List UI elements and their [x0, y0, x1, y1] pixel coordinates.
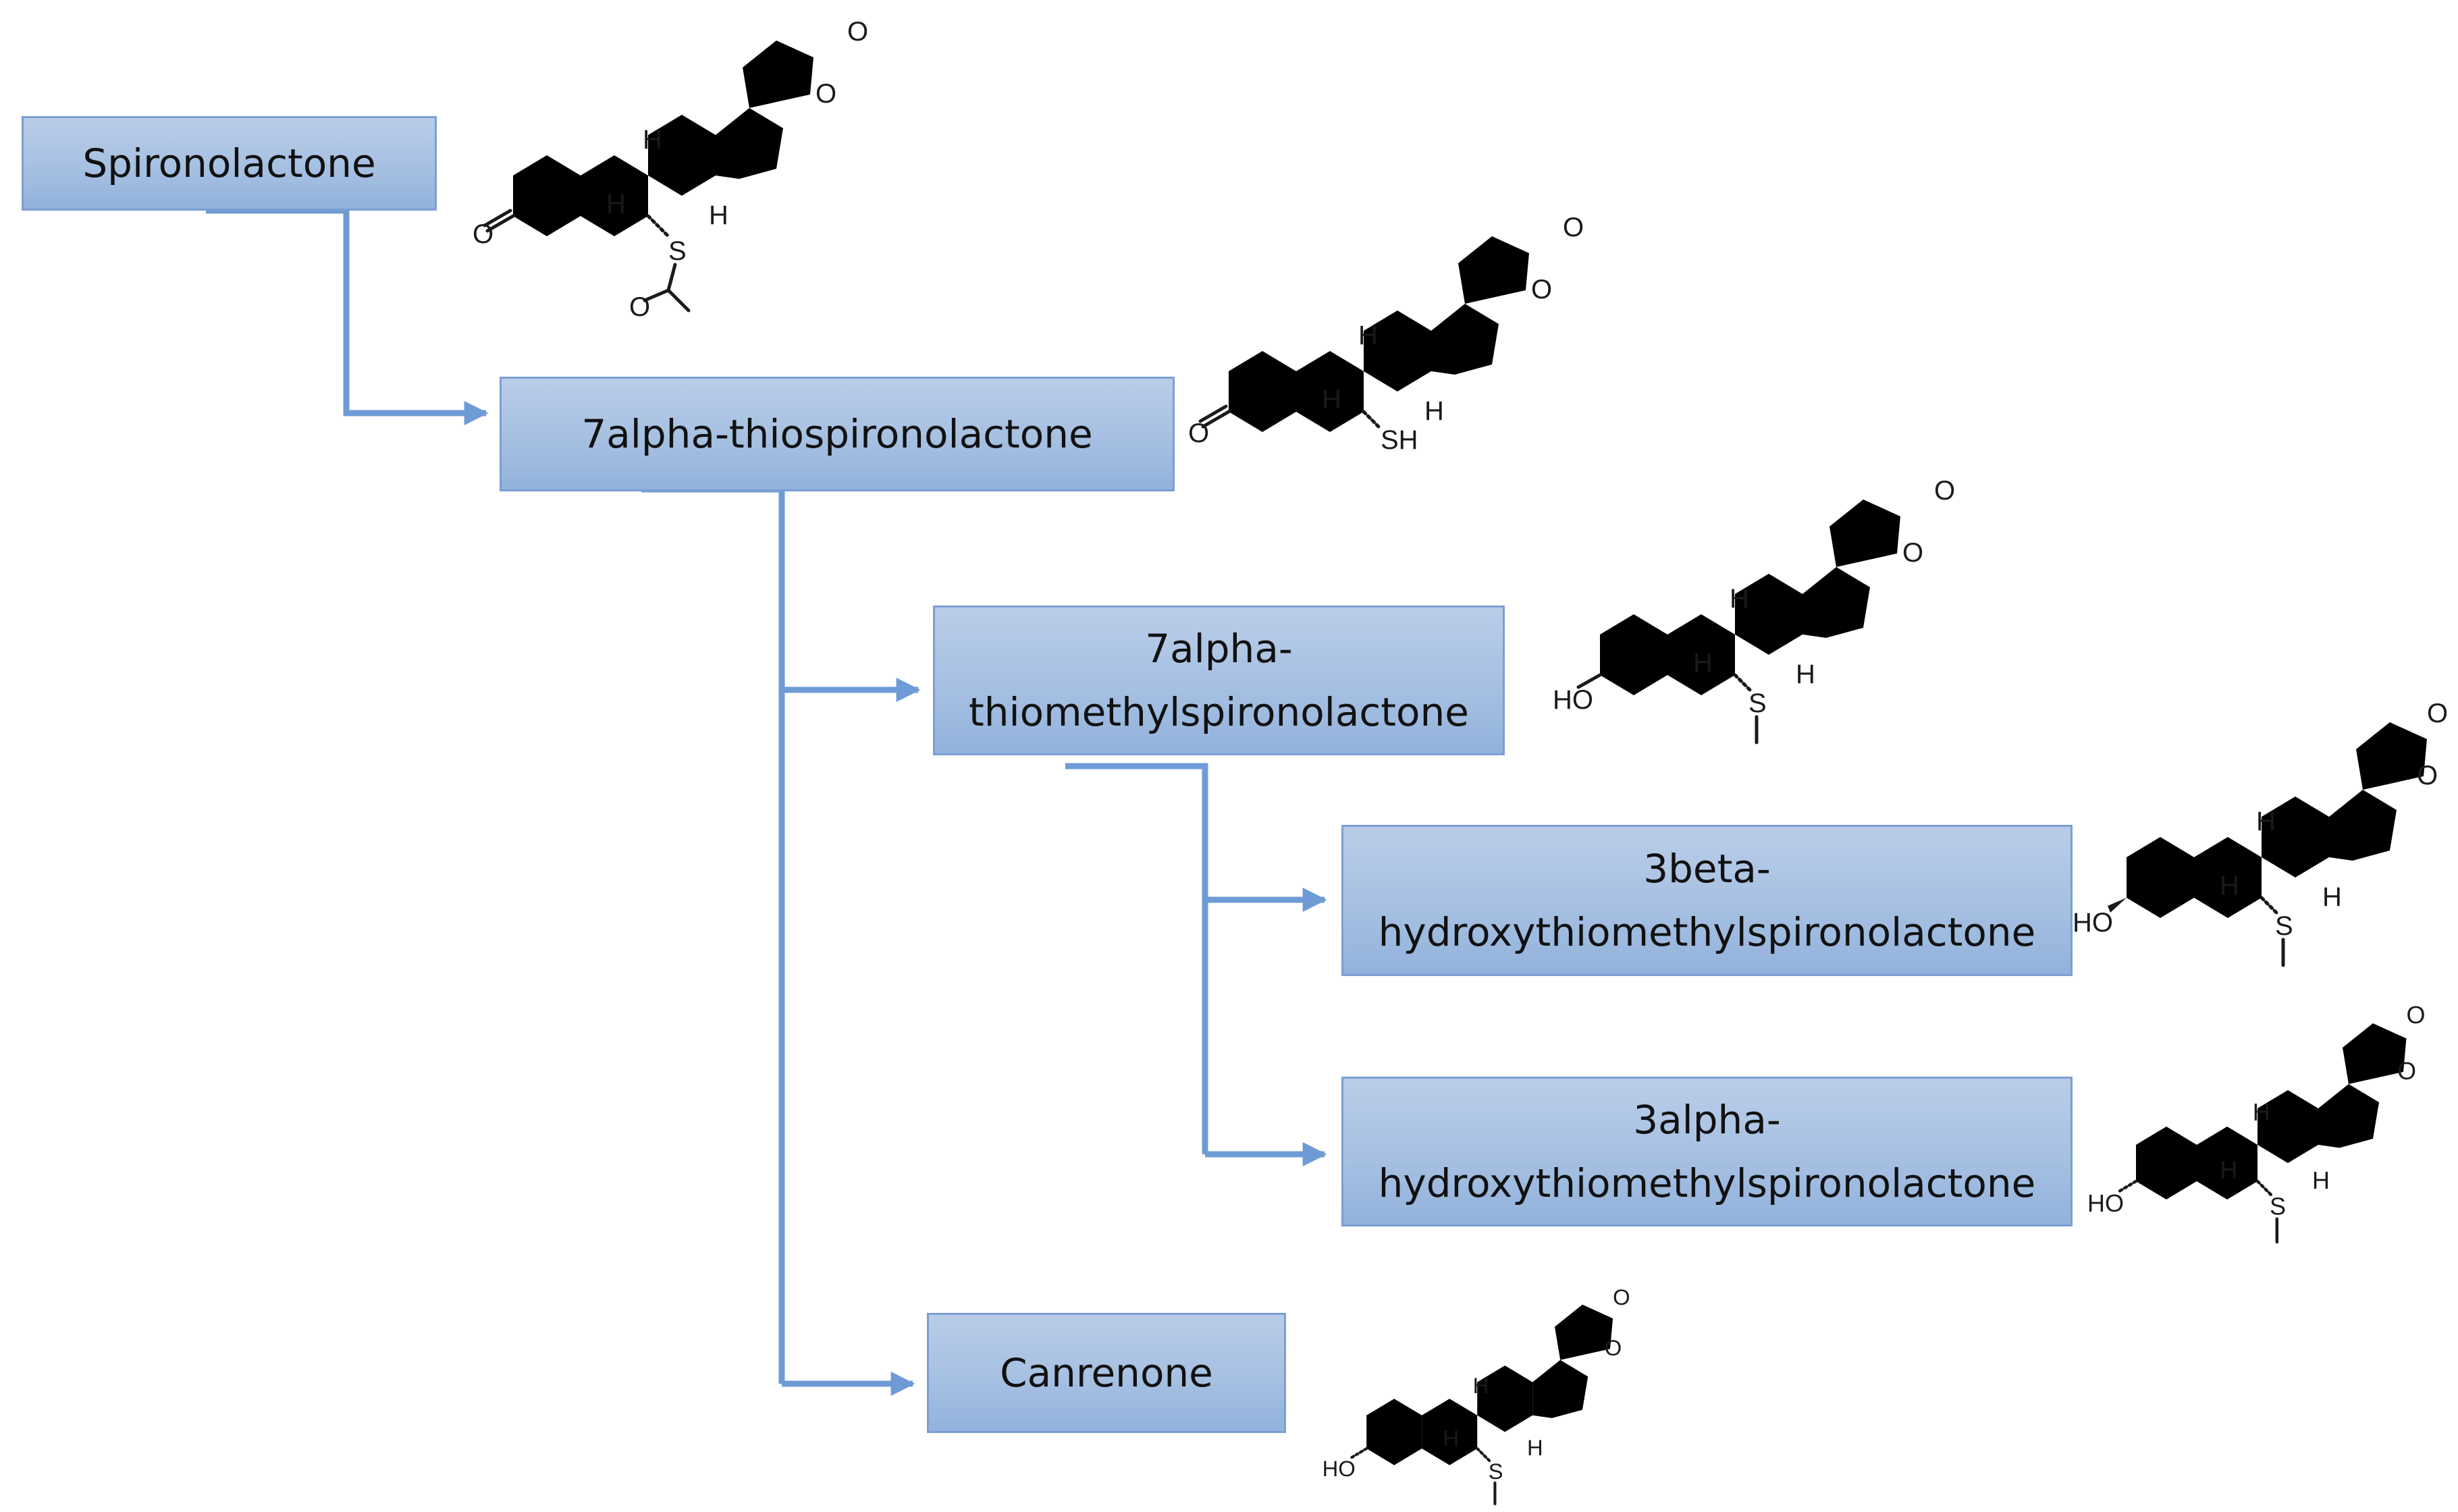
node-7alpha-thiomethylspironolactone: 7alpha- thiomethylspironolactone [933, 605, 1505, 755]
h-label: H [606, 189, 626, 219]
lactone-carbonyl-label: O [1563, 213, 1584, 242]
h-label: H [709, 200, 728, 230]
h-label: H [2312, 1166, 2330, 1194]
ring-oxygen-label: O [1605, 1335, 1622, 1360]
h-label: H [1424, 396, 1444, 426]
node-label-line2: hydroxythiomethylspironolactone [1378, 1160, 2036, 1206]
h-label: H [1730, 584, 1749, 614]
h-label: H [1693, 648, 1713, 678]
lactone-carbonyl-label: O [2427, 699, 2448, 728]
h-label: H [1358, 321, 1378, 350]
node-3beta-hydroxythiomethylspironolactone: 3beta- hydroxythiomethylspironolactone [1341, 825, 2073, 976]
ring-oxygen-label: O [1531, 275, 1552, 304]
h-label: H [1527, 1435, 1543, 1460]
node-3alpha-hydroxythiomethylspironolactone: 3alpha- hydroxythiomethylspironolactone [1341, 1077, 2073, 1226]
node-label-line2: hydroxythiomethylspironolactone [1378, 909, 2036, 955]
lactone-carbonyl-label: O [1613, 1285, 1630, 1310]
lactone-carbonyl-label: O [2407, 1001, 2426, 1029]
ring-oxygen-label: O [816, 79, 836, 109]
h-label: H [1443, 1426, 1459, 1451]
lactone-carbonyl-label: O [847, 17, 868, 47]
h-label: H [643, 125, 662, 155]
h-label: H [2256, 807, 2276, 836]
ring-oxygen-label: O [1902, 538, 1923, 568]
sulfur-label: S [2275, 911, 2293, 941]
node-spironolactone: Spironolactone [22, 116, 437, 211]
sulfur-label: S [668, 236, 687, 266]
edge-thiomethyl-trunk [1065, 763, 1208, 1154]
sulfur-label: S [1489, 1459, 1503, 1484]
ring-oxygen-label: O [2397, 1057, 2416, 1085]
node-7alpha-thiospironolactone: 7alpha-thiospironolactone [500, 377, 1175, 491]
h-label: H [2220, 871, 2239, 900]
node-label-line1: 3alpha- [1633, 1097, 1781, 1143]
oxo-label: O [1188, 418, 1209, 448]
h-label: H [1796, 659, 1815, 689]
h-label: H [2322, 882, 2342, 912]
hydroxyl-label: HO [2087, 1189, 2124, 1217]
h-label: H [2220, 1156, 2237, 1184]
hydroxyl-label: HO [1322, 1456, 1356, 1481]
hydroxyl-label: HO [1553, 685, 1593, 715]
oxo-label: O [473, 219, 493, 249]
sulfur-label: S [2270, 1193, 2286, 1220]
node-label-line1: 7alpha- [1145, 626, 1293, 672]
h-label: H [1473, 1373, 1489, 1398]
acetyl-oxygen-label: O [629, 292, 650, 322]
node-label: Spironolactone [82, 140, 376, 186]
node-label: 7alpha-thiospironolactone [581, 411, 1093, 457]
h-label: H [1322, 385, 1341, 414]
node-label-line2: thiomethylspironolactone [969, 689, 1469, 735]
h-label: H [2253, 1098, 2270, 1126]
thiol-label: SH [1381, 425, 1418, 455]
sulfur-label: S [1748, 688, 1767, 718]
node-label-line1: 3beta- [1643, 846, 1771, 892]
hydroxyl-label: HO [2073, 908, 2113, 938]
ring-oxygen-label: O [2417, 761, 2438, 790]
node-canrenone: Canrenone [927, 1313, 1286, 1433]
edge-spironolactone-to-thiospironolactone [206, 207, 489, 425]
node-label: Canrenone [1000, 1350, 1213, 1396]
lactone-carbonyl-label: O [1934, 476, 1955, 506]
